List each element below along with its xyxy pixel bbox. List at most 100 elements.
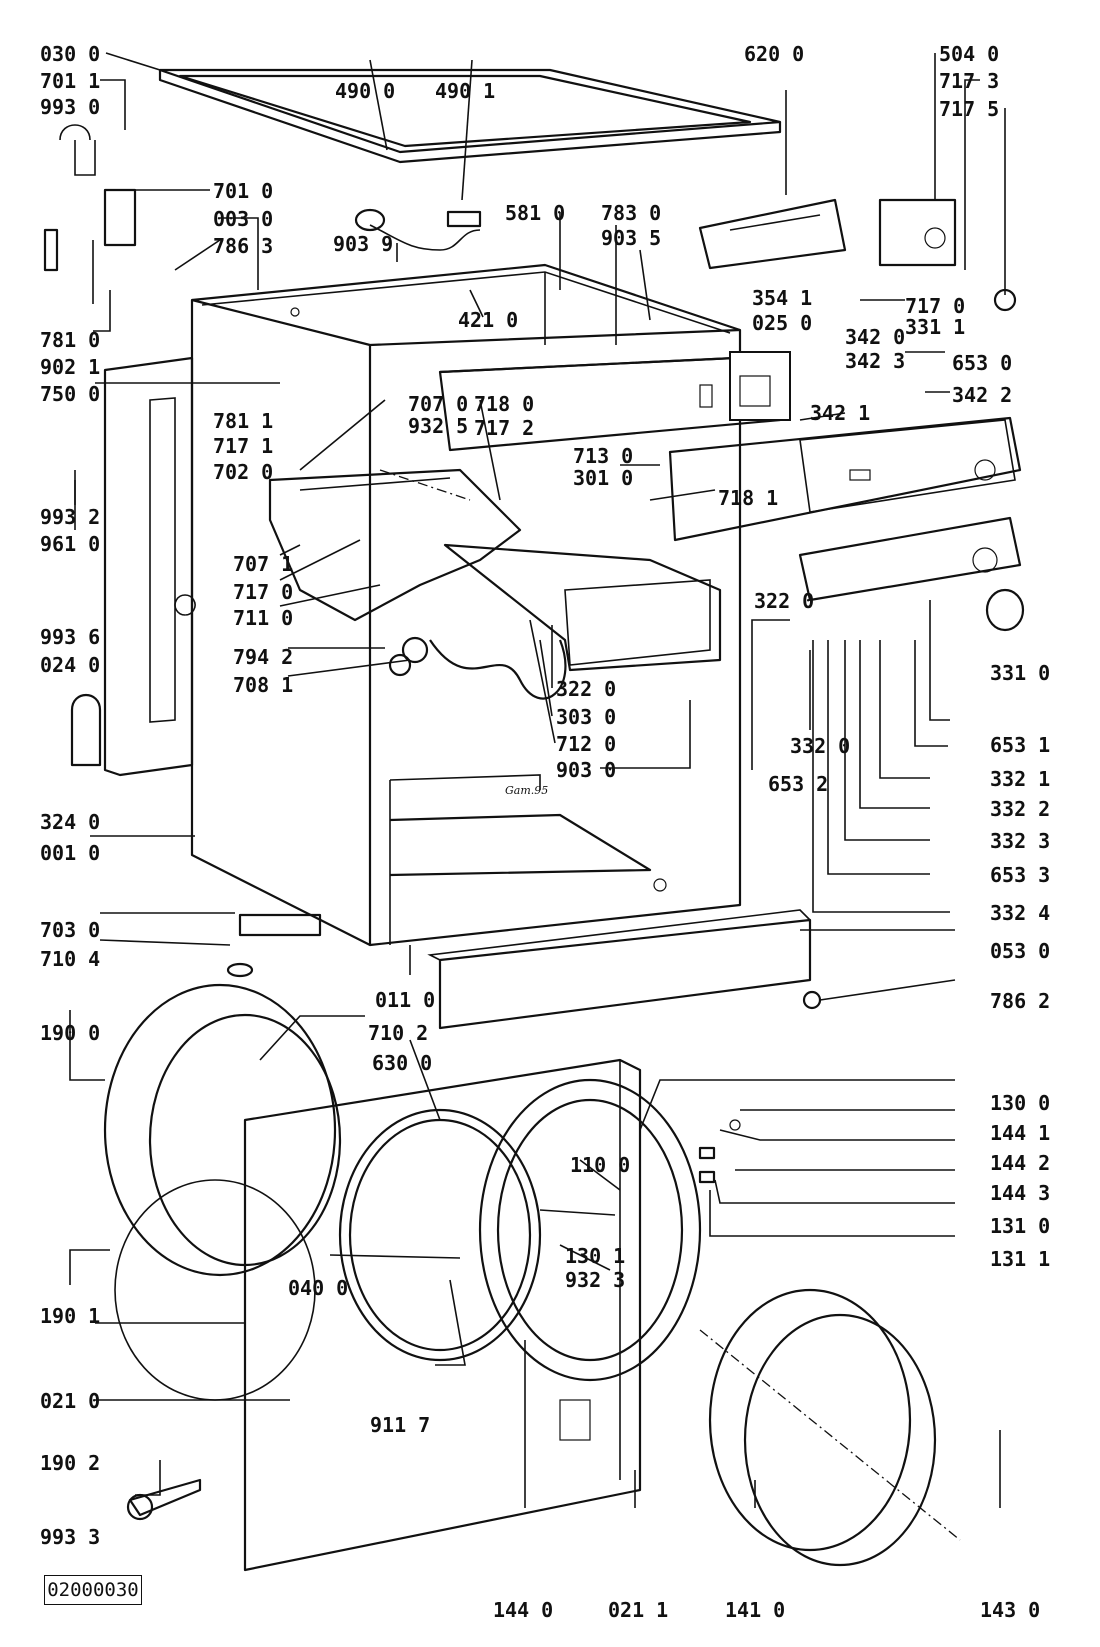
label-653-3: 653 3 [990, 863, 1050, 887]
selector-knob [985, 588, 1025, 632]
hose [388, 636, 567, 700]
label-710-2: 710 2 [368, 1021, 428, 1045]
label-717-1: 717 1 [213, 434, 273, 458]
label-490-1: 490 1 [435, 79, 495, 103]
cabinet-inscription: Gam.95 [505, 784, 548, 797]
label-011-0: 011 0 [375, 988, 435, 1012]
label-786-2: 786 2 [990, 989, 1050, 1013]
label-130-0: 130 0 [990, 1091, 1050, 1115]
label-190-1: 190 1 [40, 1304, 100, 1328]
label-332-3: 332 3 [990, 829, 1050, 853]
inlet-valve [43, 124, 137, 272]
label-110-0: 110 0 [570, 1153, 630, 1177]
label-332-2: 332 2 [990, 797, 1050, 821]
leader-lines [69, 52, 1006, 1508]
label-001-0: 001 0 [40, 841, 100, 865]
label-903-0: 903 0 [556, 758, 616, 782]
label-786-3: 786 3 [213, 234, 273, 258]
label-717-2: 717 2 [474, 416, 534, 440]
front-control-panel [668, 416, 1022, 542]
label-144-3: 144 3 [990, 1181, 1050, 1205]
label-630-0: 630 0 [372, 1051, 432, 1075]
label-717-5: 717 5 [939, 97, 999, 121]
label-713-0: 713 0 [573, 444, 633, 468]
service-wrench [126, 1478, 202, 1521]
label-653-2: 653 2 [768, 772, 828, 796]
label-653-0: 653 0 [952, 351, 1012, 375]
label-620-0: 620 0 [744, 42, 804, 66]
label-144-1: 144 1 [990, 1121, 1050, 1145]
label-702-0: 702 0 [213, 460, 273, 484]
cable-top [354, 208, 482, 251]
label-581-0: 581 0 [505, 201, 565, 225]
label-040-0: 040 0 [288, 1276, 348, 1300]
panel-label-strip [798, 516, 1022, 602]
label-993-2: 993 2 [40, 505, 100, 529]
front-panel [243, 1058, 642, 1572]
label-711-0: 711 0 [233, 606, 293, 630]
label-331-0: 331 0 [990, 661, 1050, 685]
label-021-1: 021 1 [608, 1598, 668, 1622]
label-342-1: 342 1 [810, 401, 870, 425]
label-903-5: 903 5 [601, 226, 661, 250]
label-712-0: 712 0 [556, 732, 616, 756]
label-332-1: 332 1 [990, 767, 1050, 791]
label-331-1: 331 1 [905, 315, 965, 339]
label-144-2: 144 2 [990, 1151, 1050, 1175]
label-707-1: 707 1 [233, 552, 293, 576]
label-342-0: 342 0 [845, 325, 905, 349]
label-342-3: 342 3 [845, 349, 905, 373]
label-750-0: 750 0 [40, 382, 100, 406]
label-902-1: 902 1 [40, 355, 100, 379]
control-beam [438, 351, 791, 452]
label-354-1: 354 1 [752, 286, 812, 310]
cabinet-body: Gam.95 [190, 263, 742, 947]
label-144-0: 144 0 [493, 1598, 553, 1622]
label-717-3: 717 3 [939, 69, 999, 93]
side-panel [103, 356, 196, 777]
label-131-0: 131 0 [990, 1214, 1050, 1238]
hinge-parts [698, 1119, 741, 1184]
label-130-1: 130 1 [565, 1244, 625, 1268]
elbow-pipe [226, 913, 322, 978]
foot-pad [70, 694, 102, 767]
label-703-0: 703 0 [40, 918, 100, 942]
label-961-0: 961 0 [40, 532, 100, 556]
label-932-5: 932 5 [408, 414, 468, 438]
label-332-0: 332 0 [790, 734, 850, 758]
document-code-box: 02000030 [44, 1575, 142, 1605]
label-911-7: 911 7 [370, 1413, 430, 1437]
label-332-4: 332 4 [990, 901, 1050, 925]
label-303-0: 303 0 [556, 705, 616, 729]
label-993-0: 993 0 [40, 95, 100, 119]
label-490-0: 490 0 [335, 79, 395, 103]
label-003-0: 003 0 [213, 207, 273, 231]
label-143-0: 143 0 [980, 1598, 1040, 1622]
label-783-0: 783 0 [601, 201, 661, 225]
label-322-0-strip: 322 0 [754, 589, 814, 613]
label-421-0: 421 0 [458, 308, 518, 332]
circuit-board [698, 198, 847, 270]
label-030-0: 030 0 [40, 42, 100, 66]
label-718-1: 718 1 [718, 486, 778, 510]
label-301-0: 301 0 [573, 466, 633, 490]
label-342-2: 342 2 [952, 383, 1012, 407]
label-710-4: 710 4 [40, 947, 100, 971]
label-653-1: 653 1 [990, 733, 1050, 757]
label-021-0: 021 0 [40, 1389, 100, 1413]
label-053-0: 053 0 [990, 939, 1050, 963]
label-781-0: 781 0 [40, 328, 100, 352]
label-701-0: 701 0 [213, 179, 273, 203]
door-glass [699, 1288, 961, 1567]
dispenser-box [268, 468, 522, 622]
label-141-0: 141 0 [725, 1598, 785, 1622]
label-324-0: 324 0 [40, 810, 100, 834]
label-322-0-drawer: 322 0 [556, 677, 616, 701]
detergent-drawer [443, 543, 722, 672]
label-993-6: 993 6 [40, 625, 100, 649]
label-717-0-timer: 717 0 [905, 294, 965, 318]
label-504-0: 504 0 [939, 42, 999, 66]
label-717-0: 717 0 [233, 580, 293, 604]
